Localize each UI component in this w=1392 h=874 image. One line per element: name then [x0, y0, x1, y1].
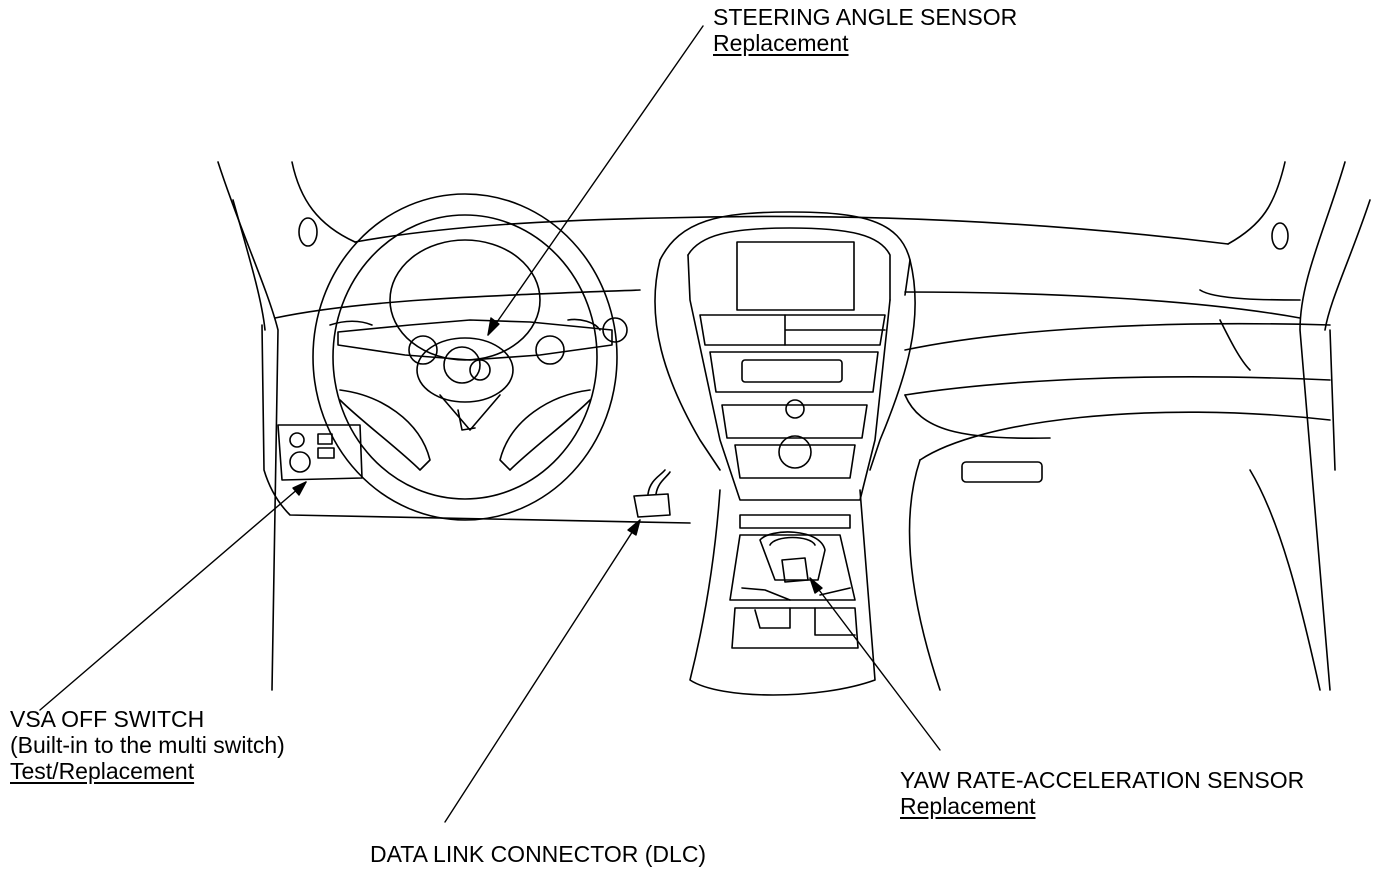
- callout-vsa-off-switch: VSA OFF SWITCH (Built-in to the multi sw…: [10, 706, 285, 784]
- callout-steering-angle-sensor: STEERING ANGLE SENSOR Replacement: [713, 4, 1017, 56]
- dashboard-top: [274, 215, 1301, 319]
- yaw-rate-sensor-name: YAW RATE-ACCELERATION SENSOR: [900, 767, 1305, 793]
- data-link-connector-name: DATA LINK CONNECTOR (DLC): [370, 841, 707, 867]
- leader-dlc: [444, 519, 641, 823]
- arrowhead-yaw: [809, 577, 823, 594]
- callout-data-link-connector: DATA LINK CONNECTOR (DLC): [370, 841, 706, 867]
- leader-vsa-off-switch: [39, 481, 307, 711]
- leader-steering-angle-sensor: [487, 25, 704, 336]
- callout-yaw-rate-sensor: YAW RATE-ACCELERATION SENSOR Replacement: [900, 767, 1304, 819]
- right-a-pillar: [1227, 161, 1371, 691]
- left-tweeter: [298, 217, 318, 247]
- arrowhead-vsa: [292, 481, 307, 496]
- multi-switch-panel: [277, 424, 363, 481]
- leader-lines: [39, 25, 941, 823]
- arrowhead-steering-angle: [487, 317, 500, 336]
- yaw-rate-sensor-replacement-link[interactable]: Replacement: [900, 793, 1036, 819]
- dashboard-lower: [261, 289, 1336, 691]
- leader-yaw-rate-sensor: [809, 577, 941, 751]
- nav-screen: [736, 241, 855, 311]
- center-stack: [654, 211, 916, 501]
- center-console: [689, 489, 876, 696]
- steering-wheel: [312, 193, 628, 521]
- yaw-rate-sensor-body: [781, 557, 809, 583]
- steering-angle-sensor-replacement-link[interactable]: Replacement: [713, 30, 849, 56]
- left-a-pillar: [217, 161, 356, 691]
- arrowhead-dlc: [627, 519, 641, 536]
- right-tweeter: [1271, 222, 1289, 250]
- steering-angle-sensor-name: STEERING ANGLE SENSOR: [713, 4, 1018, 30]
- dlc-connector: [633, 469, 671, 518]
- vsa-off-switch-note: (Built-in to the multi switch): [10, 732, 285, 758]
- vsa-off-switch-test-replacement-link[interactable]: Test/Replacement: [10, 758, 195, 784]
- vsa-off-switch-name: VSA OFF SWITCH: [10, 706, 205, 732]
